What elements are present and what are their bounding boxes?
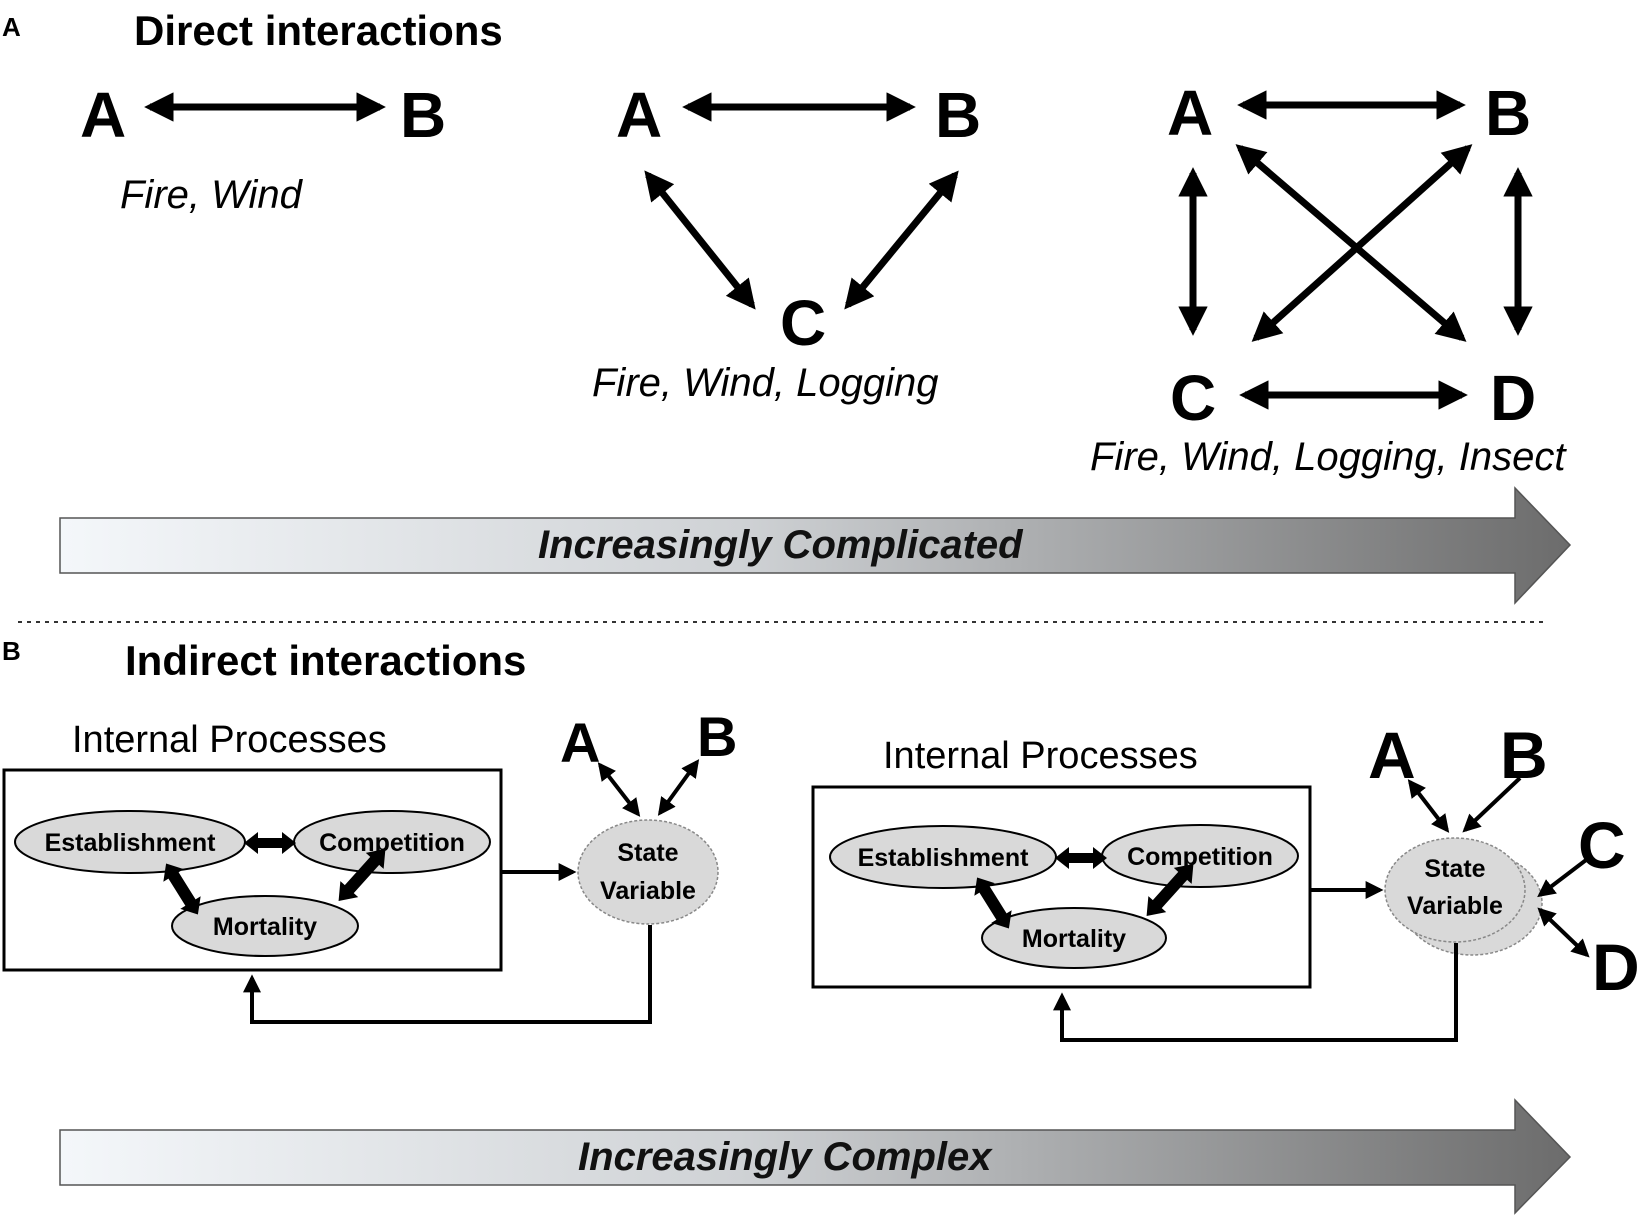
band-label-complicated: Increasingly Complicated	[538, 523, 1024, 567]
arrow-a-state	[1407, 779, 1450, 833]
internal-processes-box	[811, 785, 1312, 989]
panel-a-letter: A	[2, 12, 21, 42]
complex-gradient-arrow: Increasingly Complex	[59, 1098, 1572, 1215]
arrow-b-state	[1462, 776, 1522, 833]
node-b: B	[400, 79, 446, 151]
state-variable-ellipse	[577, 819, 719, 925]
establishment-label: Establishment	[858, 844, 1030, 872]
node-b: B	[935, 79, 981, 151]
node-b: B	[1485, 77, 1531, 149]
competition-mortality-arrow	[338, 848, 386, 902]
arrow-b-c	[1251, 144, 1473, 342]
mortality-ellipse	[981, 907, 1167, 969]
arrow-b-state	[657, 759, 700, 816]
complicated-gradient-arrow: Increasingly Complicated	[59, 486, 1572, 605]
node-a: A	[616, 79, 662, 151]
state-variable-ellipse	[1384, 837, 1526, 943]
caption-diagram1: Fire, Wind	[120, 173, 304, 217]
panel-a-title: Direct interactions	[134, 7, 503, 54]
establishment-mortality-arrow	[974, 877, 1012, 929]
node-d: D	[1490, 362, 1536, 434]
indirect-diagram-four: Internal Processes Establishment Competi…	[811, 718, 1640, 1042]
panel-a: A Direct interactions A B Fire, Wind A B…	[2, 7, 1572, 605]
mortality-label: Mortality	[213, 913, 317, 941]
mortality-label: Mortality	[1022, 925, 1126, 953]
competition-mortality-arrow	[1146, 863, 1194, 917]
node-a: A	[560, 711, 600, 774]
arrow-a-d	[1235, 144, 1467, 342]
establishment-ellipse	[829, 825, 1057, 889]
node-a: A	[1167, 77, 1213, 149]
diagram-two-disturbances: A B Fire, Wind	[80, 79, 446, 217]
diagram-three-disturbances: A B C Fire, Wind, Logging	[592, 79, 981, 405]
establishment-ellipse	[14, 810, 246, 874]
caption-diagram2: Fire, Wind, Logging	[592, 361, 938, 405]
band-label-complex: Increasingly Complex	[578, 1135, 993, 1179]
arrow-d-state	[1537, 907, 1590, 958]
establishment-mortality-arrow	[163, 863, 201, 915]
indirect-diagram-two: Internal Processes Establishment Competi…	[2, 705, 737, 1024]
node-b: B	[697, 705, 737, 768]
panel-b-letter: B	[2, 636, 21, 666]
node-b: B	[1500, 718, 1548, 792]
state-label-line1: State	[617, 839, 678, 867]
competition-label: Competition	[319, 829, 465, 857]
establishment-competition-arrow	[244, 832, 296, 854]
node-c: C	[1170, 362, 1216, 434]
diagram-four-disturbances: A B C D Fire, Wind, Logging, Insect	[1090, 77, 1567, 479]
node-c: C	[1578, 808, 1626, 882]
panel-b: B Indirect interactions Internal Process…	[2, 636, 1640, 1215]
arrow-a-state	[597, 762, 641, 817]
box-title: Internal Processes	[72, 719, 387, 761]
arrow-c-state	[1537, 855, 1592, 898]
node-c: C	[780, 287, 826, 359]
node-a: A	[1368, 718, 1416, 792]
mortality-ellipse	[171, 895, 359, 957]
caption-diagram3: Fire, Wind, Logging, Insect	[1090, 435, 1567, 479]
box-title: Internal Processes	[883, 735, 1198, 777]
node-d: D	[1592, 930, 1640, 1004]
establishment-label: Establishment	[45, 829, 217, 857]
arrow-b-c	[844, 170, 959, 310]
panel-b-title: Indirect interactions	[125, 637, 526, 684]
competition-label: Competition	[1127, 843, 1273, 871]
feedback-loop-arrow	[1053, 943, 1458, 1042]
establishment-competition-arrow	[1055, 847, 1107, 869]
arrow-a-c	[644, 170, 756, 310]
state-label-line2: Variable	[600, 877, 696, 905]
state-label-line2: Variable	[1407, 892, 1503, 920]
node-a: A	[80, 79, 126, 151]
feedback-loop-arrow	[243, 925, 652, 1024]
state-label-line1: State	[1424, 855, 1485, 883]
